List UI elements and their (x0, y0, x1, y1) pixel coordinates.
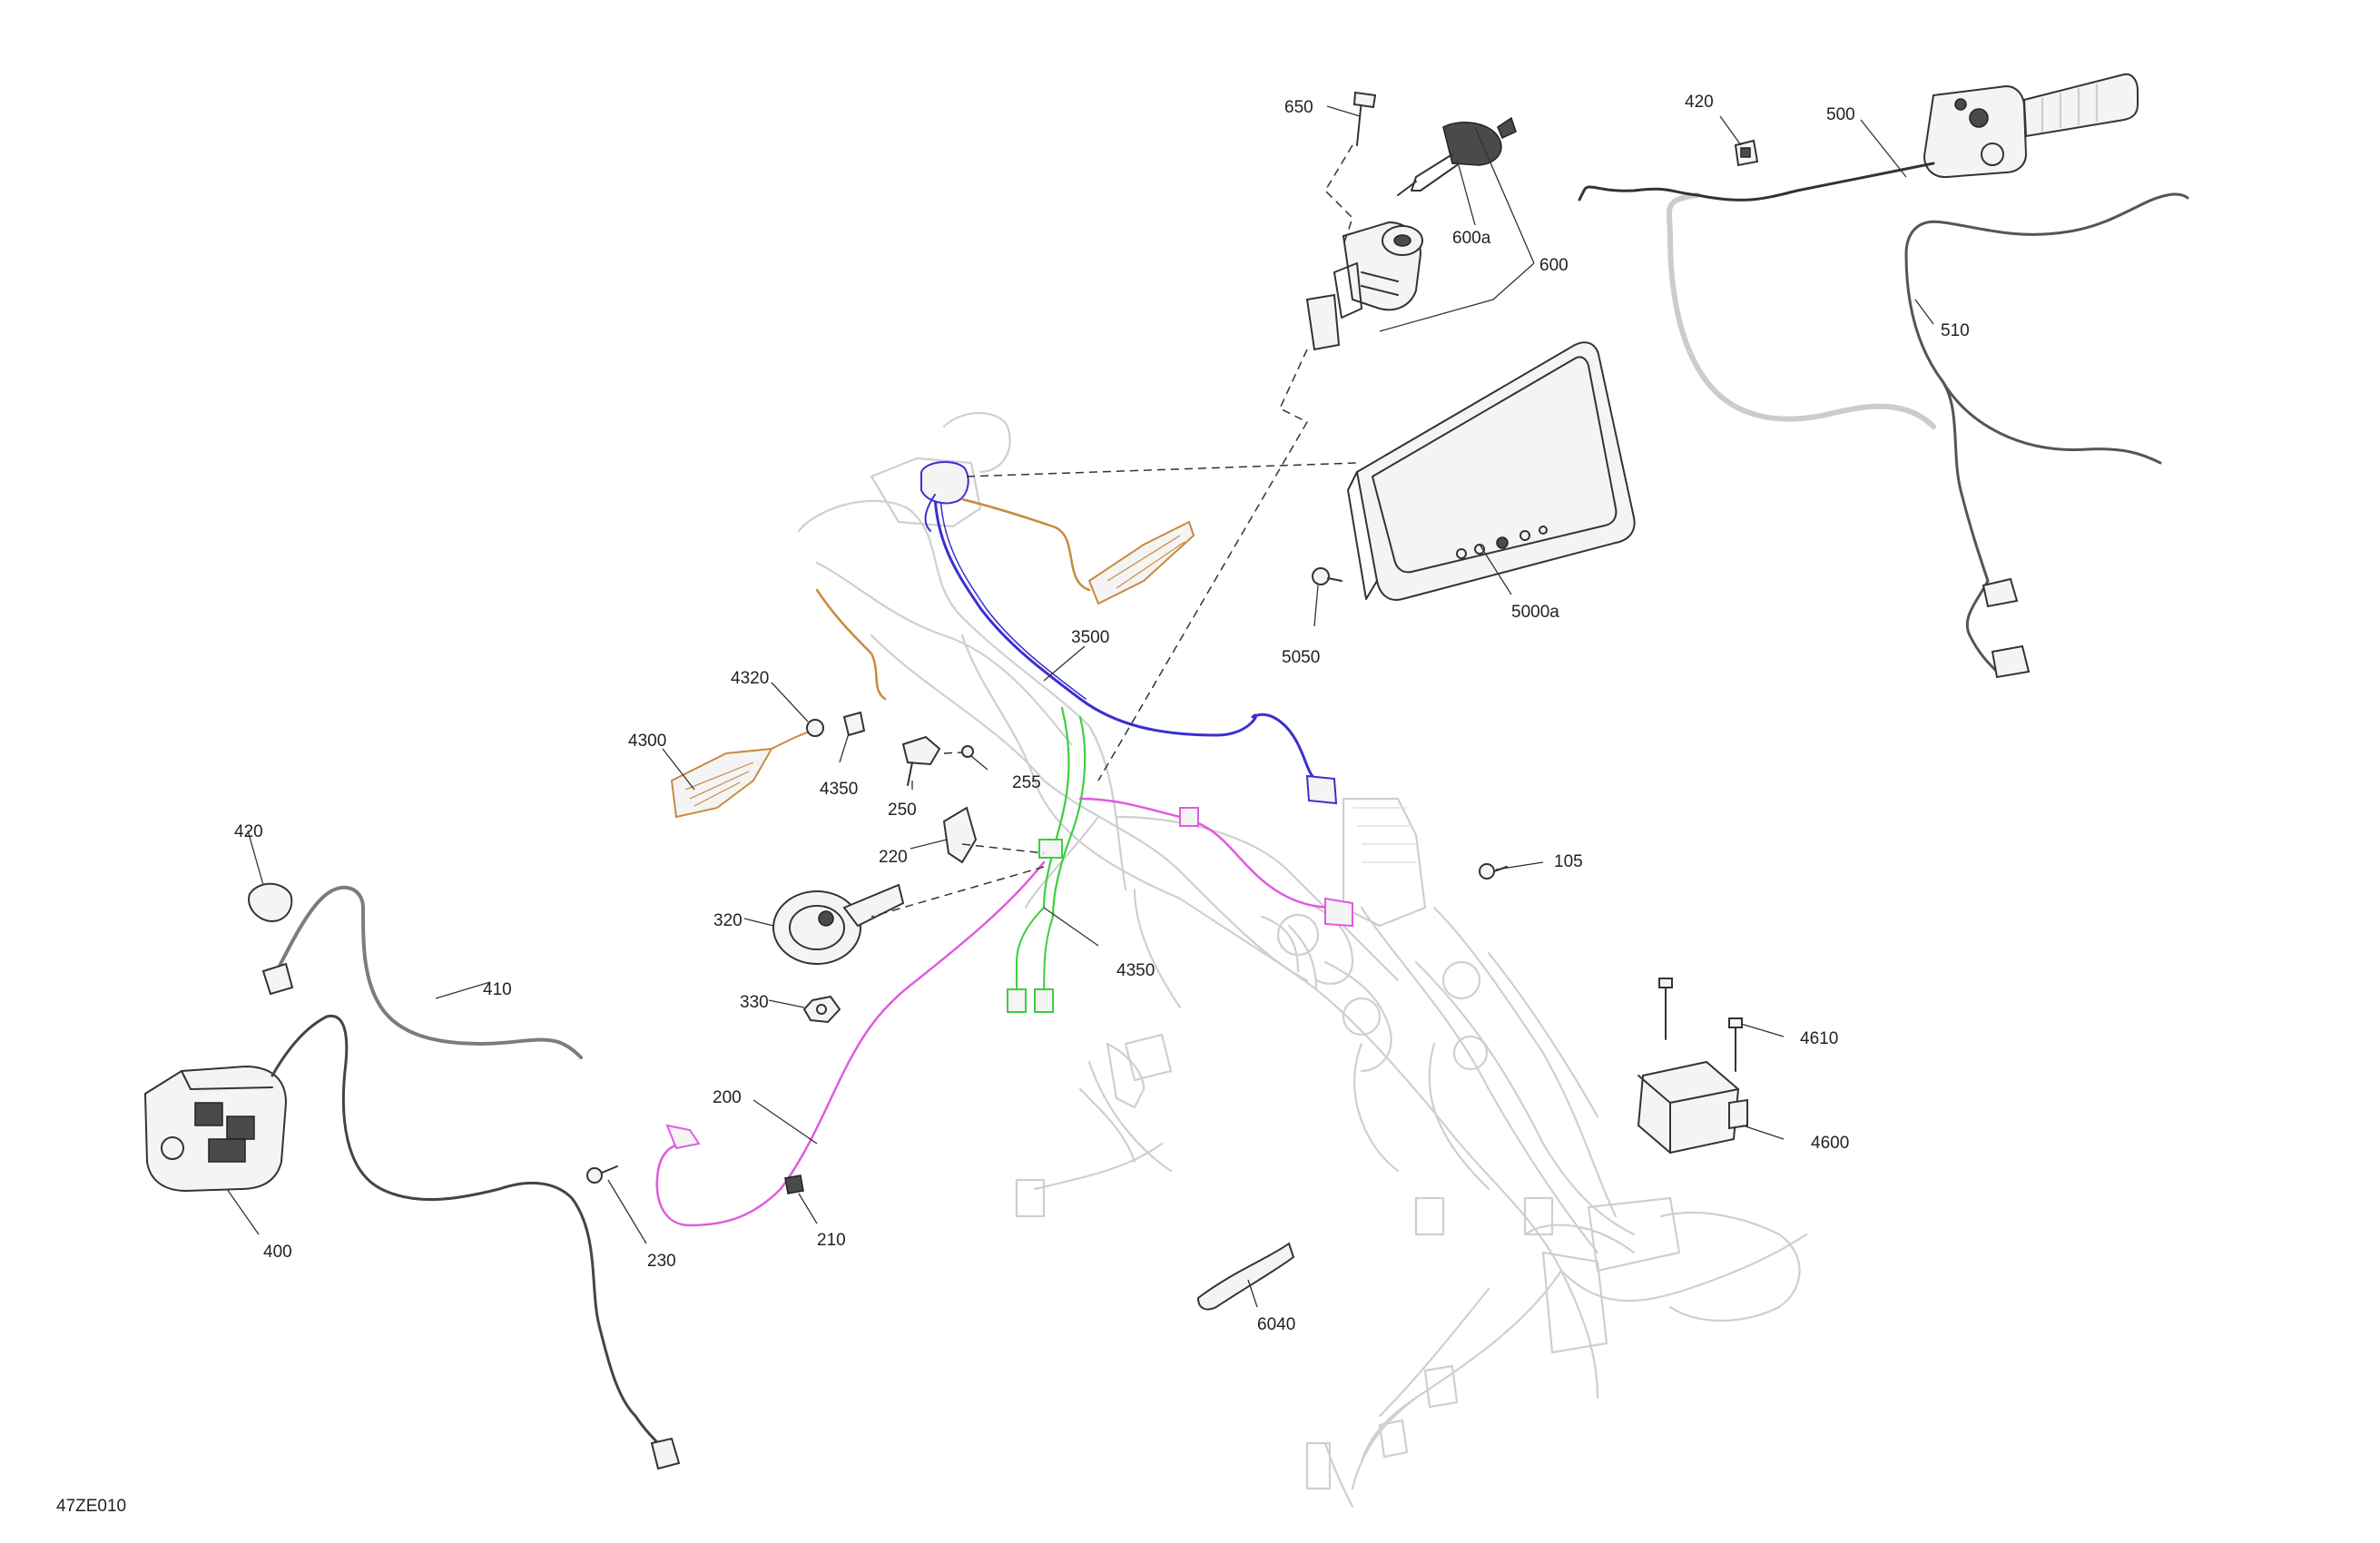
callout-4320: 4320 (731, 669, 769, 688)
wire-harness-410 (261, 885, 681, 1470)
callout-labels: 650 600a 600 420 500 510 5000a 5050 3500… (56, 93, 1970, 1516)
callout-220: 220 (879, 848, 908, 867)
callout-410: 410 (483, 980, 512, 999)
callout-600a: 600a (1452, 229, 1491, 248)
leader-lines (226, 105, 1934, 1308)
callout-3500: 3500 (1071, 628, 1109, 647)
harness-3500 (920, 461, 1338, 805)
instrument-cluster-5000a (1347, 341, 1636, 601)
ignition-switch-600 (1305, 221, 1423, 351)
callout-320: 320 (713, 911, 743, 930)
callout-510: 510 (1941, 321, 1970, 340)
clip-420-left (248, 882, 293, 923)
ignition-key-600a (1397, 116, 1517, 196)
right-switch-500 (1578, 73, 2139, 429)
callout-4600: 4600 (1811, 1134, 1849, 1153)
callout-5000a: 5000a (1511, 603, 1559, 622)
nut-330 (802, 995, 841, 1024)
callout-6040: 6040 (1257, 1315, 1295, 1334)
callout-255: 255 (1012, 773, 1041, 792)
module-4600 (1637, 1060, 1748, 1155)
callout-500: 500 (1826, 105, 1855, 124)
callout-420-top: 420 (1685, 93, 1714, 112)
wire-harness-510 (1904, 192, 2189, 679)
callout-250: 250 (888, 801, 917, 820)
callout-600: 600 (1539, 256, 1569, 275)
callout-200: 200 (713, 1088, 742, 1107)
harness-4350 (1007, 706, 1087, 1013)
clip-210 (784, 1174, 804, 1194)
screw-230 (586, 1165, 618, 1184)
bracket-250 (901, 735, 941, 786)
horn-320 (772, 883, 905, 965)
callout-105: 105 (1554, 852, 1583, 871)
screw-5050 (1312, 567, 1342, 585)
screw-105 (1479, 863, 1508, 880)
harness-200 (655, 797, 1353, 1227)
callout-210: 210 (817, 1231, 846, 1250)
callout-5050: 5050 (1282, 648, 1320, 667)
harness-4300 (670, 497, 1195, 819)
screw-255 (961, 745, 974, 758)
bolts-4610 (1658, 978, 1743, 1072)
bracket-220 (942, 806, 978, 864)
strap-6040 (1196, 1242, 1295, 1311)
left-switch-400 (143, 1065, 288, 1193)
grommet-4350 (842, 711, 866, 737)
nut-4320 (806, 719, 824, 737)
figure-code: 47ZE010 (56, 1497, 126, 1516)
callout-4300: 4300 (628, 732, 666, 751)
callout-4350-top: 4350 (820, 780, 858, 799)
clip-420-top (1734, 139, 1759, 167)
callout-4610: 4610 (1800, 1029, 1838, 1048)
callout-230: 230 (647, 1252, 676, 1271)
callout-650: 650 (1284, 98, 1313, 117)
callout-420-left: 420 (234, 822, 263, 841)
callout-4350-mid: 4350 (1116, 961, 1155, 980)
assembly-lines (870, 144, 1358, 918)
callout-330: 330 (740, 993, 769, 1012)
bolt-650 (1352, 91, 1377, 146)
callout-400: 400 (263, 1243, 292, 1262)
main-harness-ghost (797, 411, 1808, 1509)
